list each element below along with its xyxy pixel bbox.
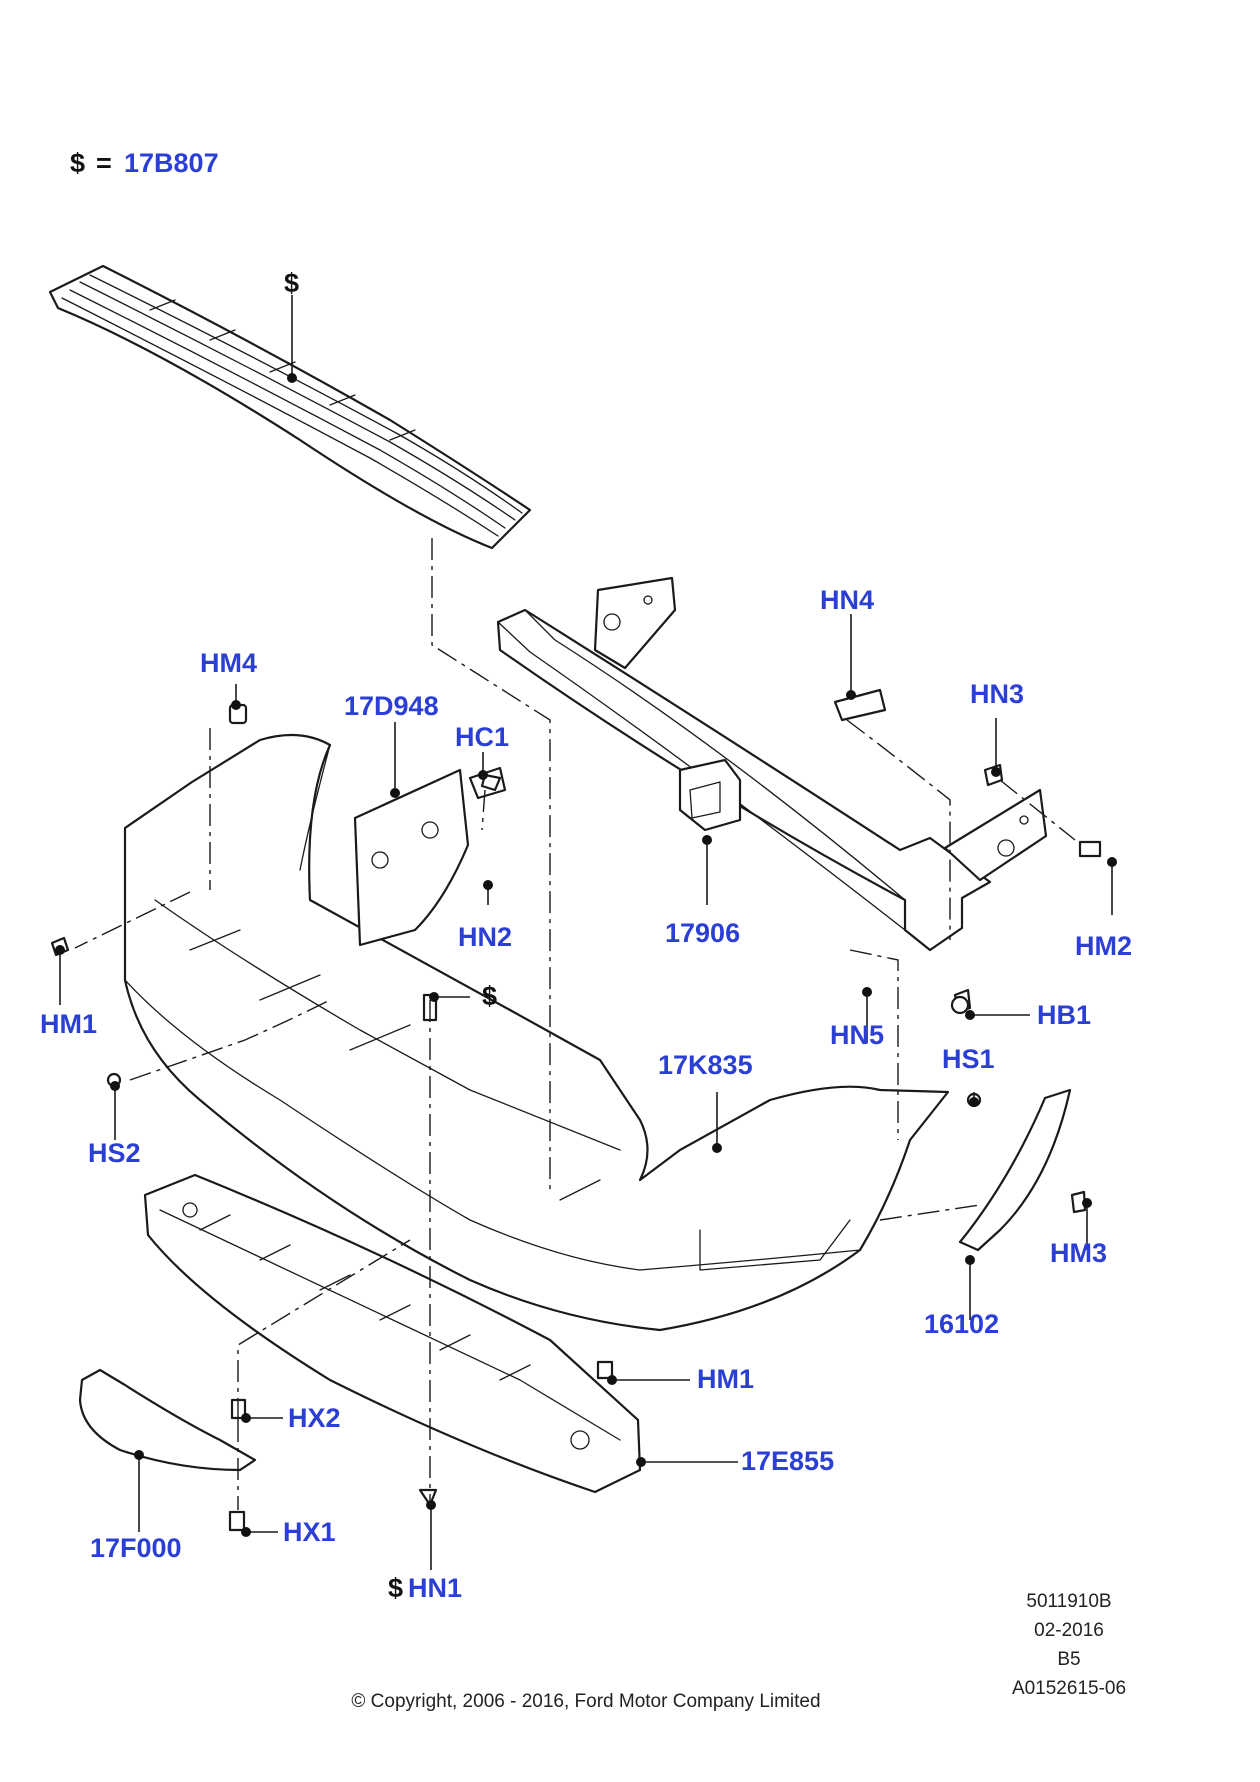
callout-hm1-left: HM1	[40, 1009, 97, 1039]
callout-hn3: HN3	[970, 679, 1024, 709]
legend-symbol: $	[70, 148, 85, 178]
callout-labels: $ HN4 HM4 17D948 HC1 HN3 HN2 17906 HM2 H…	[40, 268, 1132, 1603]
callout-17906: 17906	[665, 918, 740, 948]
legend-equals: =	[96, 148, 112, 178]
drawing-date: 02-2016	[1034, 1620, 1104, 1641]
bracket-17d948-part	[353, 766, 507, 947]
side-bracket-16102-part	[958, 1088, 1072, 1252]
callout-hx2: HX2	[288, 1403, 341, 1433]
callout-hs1: HS1	[942, 1044, 995, 1074]
callout-hc1: HC1	[455, 722, 509, 752]
drawing-info: 5011910B 02-2016 B5 A0152615-06	[1012, 1591, 1126, 1699]
callout-hn2: HN2	[458, 922, 512, 952]
drawing-revision: B5	[1057, 1649, 1080, 1670]
callout-mid-dollar: $	[482, 981, 497, 1011]
legend-code: 17B807	[124, 148, 219, 178]
callout-17k835: 17K835	[658, 1050, 753, 1080]
callout-hn1: HN1	[408, 1573, 462, 1603]
callout-hn1-dollar: $	[388, 1573, 403, 1603]
callout-hm4: HM4	[200, 648, 257, 678]
leader-lines	[55, 295, 1117, 1570]
callout-17f000: 17F000	[90, 1533, 182, 1563]
drawing-reference: A0152615-06	[1012, 1678, 1126, 1699]
callout-hm3: HM3	[1050, 1238, 1107, 1268]
copyright-notice: © Copyright, 2006 - 2016, Ford Motor Com…	[351, 1691, 820, 1712]
bumper-cover-part	[123, 733, 950, 1332]
reinforcement-17e855-part	[143, 1173, 642, 1494]
step-pad-part	[48, 264, 532, 550]
callout-hb1: HB1	[1037, 1000, 1091, 1030]
callout-hn4: HN4	[820, 585, 874, 615]
callout-tread-dollar: $	[284, 268, 299, 298]
drawing-number: 5011910B	[1026, 1591, 1111, 1612]
valance-17f000-part	[78, 1368, 257, 1472]
callout-hn5: HN5	[830, 1020, 884, 1050]
callout-hm1-bottom: HM1	[697, 1364, 754, 1394]
assembly-lines	[74, 538, 1076, 1510]
callout-hs2: HS2	[88, 1138, 141, 1168]
callout-hm2: HM2	[1075, 931, 1132, 961]
legend: $ = 17B807	[70, 148, 219, 178]
callout-17e855: 17E855	[741, 1446, 834, 1476]
callout-17d948: 17D948	[344, 691, 439, 721]
callout-hx1: HX1	[283, 1517, 336, 1547]
hitch-receiver-part	[496, 576, 1048, 952]
callout-16102: 16102	[924, 1309, 999, 1339]
